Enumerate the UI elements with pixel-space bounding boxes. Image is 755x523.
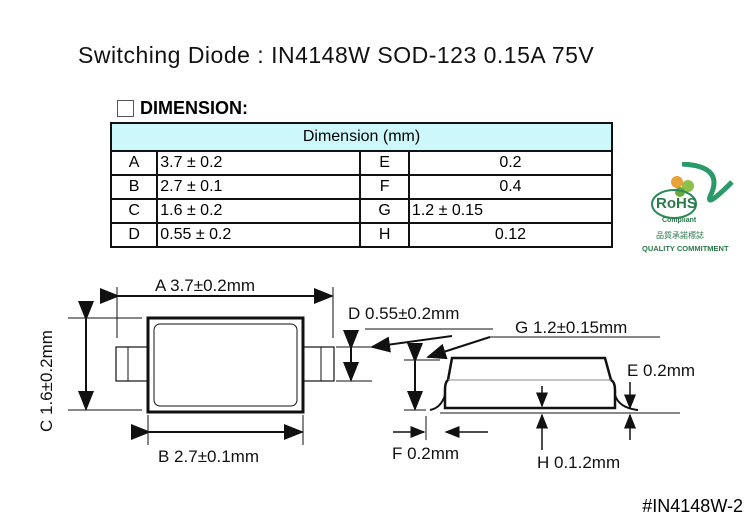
dimension-value: 1.6 ± 0.2 [156, 198, 362, 224]
section-heading: DIMENSION: [117, 98, 248, 119]
label-g: G 1.2±0.15mm [515, 318, 627, 337]
part-number: #IN4148W-2 [642, 496, 743, 516]
dimension-value: 0.2 [407, 150, 614, 176]
dimension-value: 1.2 ± 0.15 [407, 198, 614, 224]
dimension-value: 3.7 ± 0.2 [156, 150, 362, 176]
dimension-key: A [109, 150, 159, 176]
dimension-key: D [109, 222, 159, 248]
label-a: A 3.7±0.2mm [155, 276, 255, 295]
dimension-key: F [359, 174, 410, 200]
svg-text:RoHS: RoHS [656, 195, 697, 212]
dimension-key: C [109, 198, 159, 224]
table-header: Dimension (mm) [110, 122, 613, 152]
svg-text:QUALITY COMMITMENT: QUALITY COMMITMENT [642, 244, 729, 253]
dimension-key: E [359, 150, 410, 176]
dimension-value: 0.4 [407, 174, 614, 200]
dimension-key: H [359, 222, 410, 248]
label-b: B 2.7±0.1mm [158, 447, 259, 466]
label-c: C 1.6±0.2mm [37, 330, 56, 432]
label-e: E 0.2mm [627, 361, 695, 380]
dimension-key: G [359, 198, 410, 224]
rohs-logo: RoHS Compliant 品質承諾標誌 QUALITY COMMITMENT [642, 162, 734, 253]
label-f: F 0.2mm [392, 444, 459, 463]
label-d: D 0.55±0.2mm [348, 304, 459, 323]
dimension-value: 0.55 ± 0.2 [156, 222, 362, 248]
svg-text:Compliant: Compliant [662, 217, 697, 224]
label-h: H 0.1.2mm [537, 453, 620, 472]
page-title: Switching Diode : IN4148W SOD-123 0.15A … [78, 42, 595, 68]
dimension-value: 0.12 [407, 222, 614, 248]
svg-text:品質承諾標誌: 品質承諾標誌 [656, 230, 704, 240]
checkbox-icon [117, 100, 134, 117]
section-label: DIMENSION: [140, 98, 248, 118]
side-view-body [443, 356, 617, 410]
top-view-body [146, 316, 305, 414]
dimension-value: 2.7 ± 0.1 [156, 174, 362, 200]
dimension-key: B [109, 174, 159, 200]
